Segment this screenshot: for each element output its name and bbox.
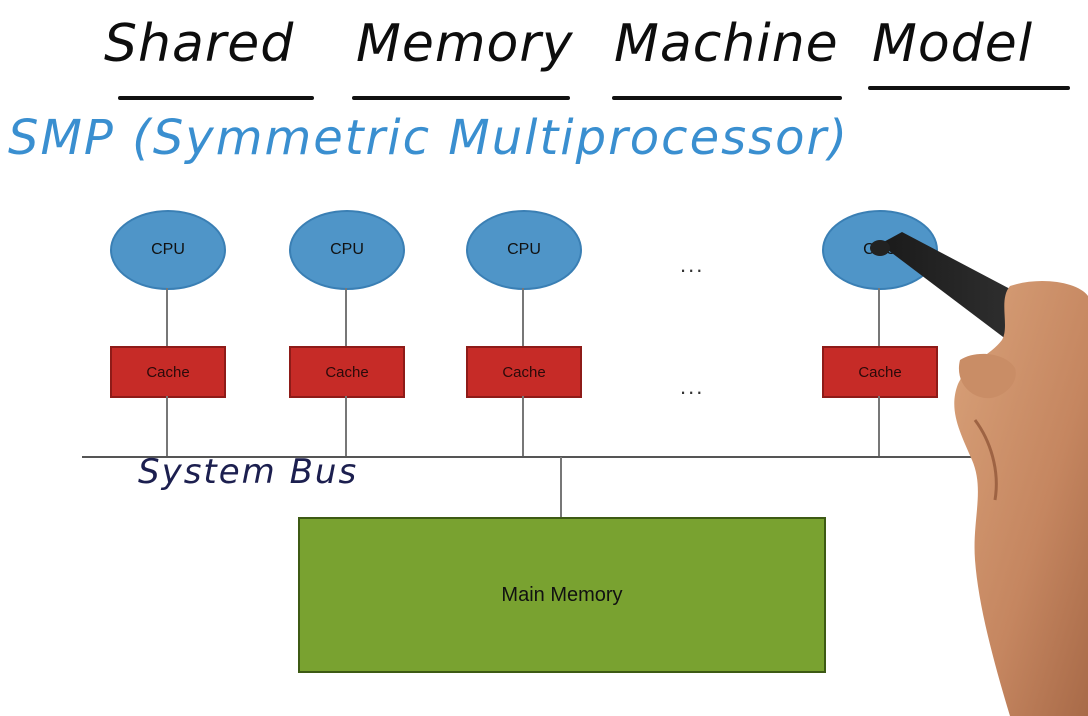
cache-node: Cache	[466, 346, 582, 398]
title-word-model: Model	[872, 14, 1034, 74]
cache-ellipsis: ...	[680, 374, 705, 399]
cpu-cache-link	[345, 288, 347, 346]
system-bus-label: System Bus	[138, 452, 359, 492]
title-underline-memory	[352, 96, 570, 100]
cpu-cache-link	[522, 288, 524, 346]
cache-node: Cache	[822, 346, 938, 398]
main-memory-block: Main Memory	[298, 517, 826, 673]
cache-node: Cache	[289, 346, 405, 398]
hand-icon	[954, 281, 1088, 716]
title-word-machine: Machine	[614, 14, 839, 74]
title-underline-model	[868, 86, 1070, 90]
title-underline-machine	[612, 96, 842, 100]
cache-bus-link	[166, 396, 168, 456]
title-word-shared: Shared	[104, 14, 295, 74]
cpu-node: CPU	[289, 210, 405, 290]
cpu-node: CPU	[466, 210, 582, 290]
title-underline-shared	[118, 96, 314, 100]
system-bus-line	[82, 456, 980, 458]
cpu-ellipsis: ...	[680, 252, 705, 277]
smp-subtitle: SMP (Symmetric Multiprocessor)	[8, 110, 849, 166]
bus-memory-link	[560, 457, 562, 517]
cache-bus-link	[522, 396, 524, 456]
title-word-memory: Memory	[356, 14, 574, 74]
cache-node: Cache	[110, 346, 226, 398]
cpu-node: CPU	[110, 210, 226, 290]
cpu-cache-link	[166, 288, 168, 346]
cpu-cache-link	[878, 288, 880, 346]
cache-bus-link	[345, 396, 347, 456]
cache-bus-link	[878, 396, 880, 456]
